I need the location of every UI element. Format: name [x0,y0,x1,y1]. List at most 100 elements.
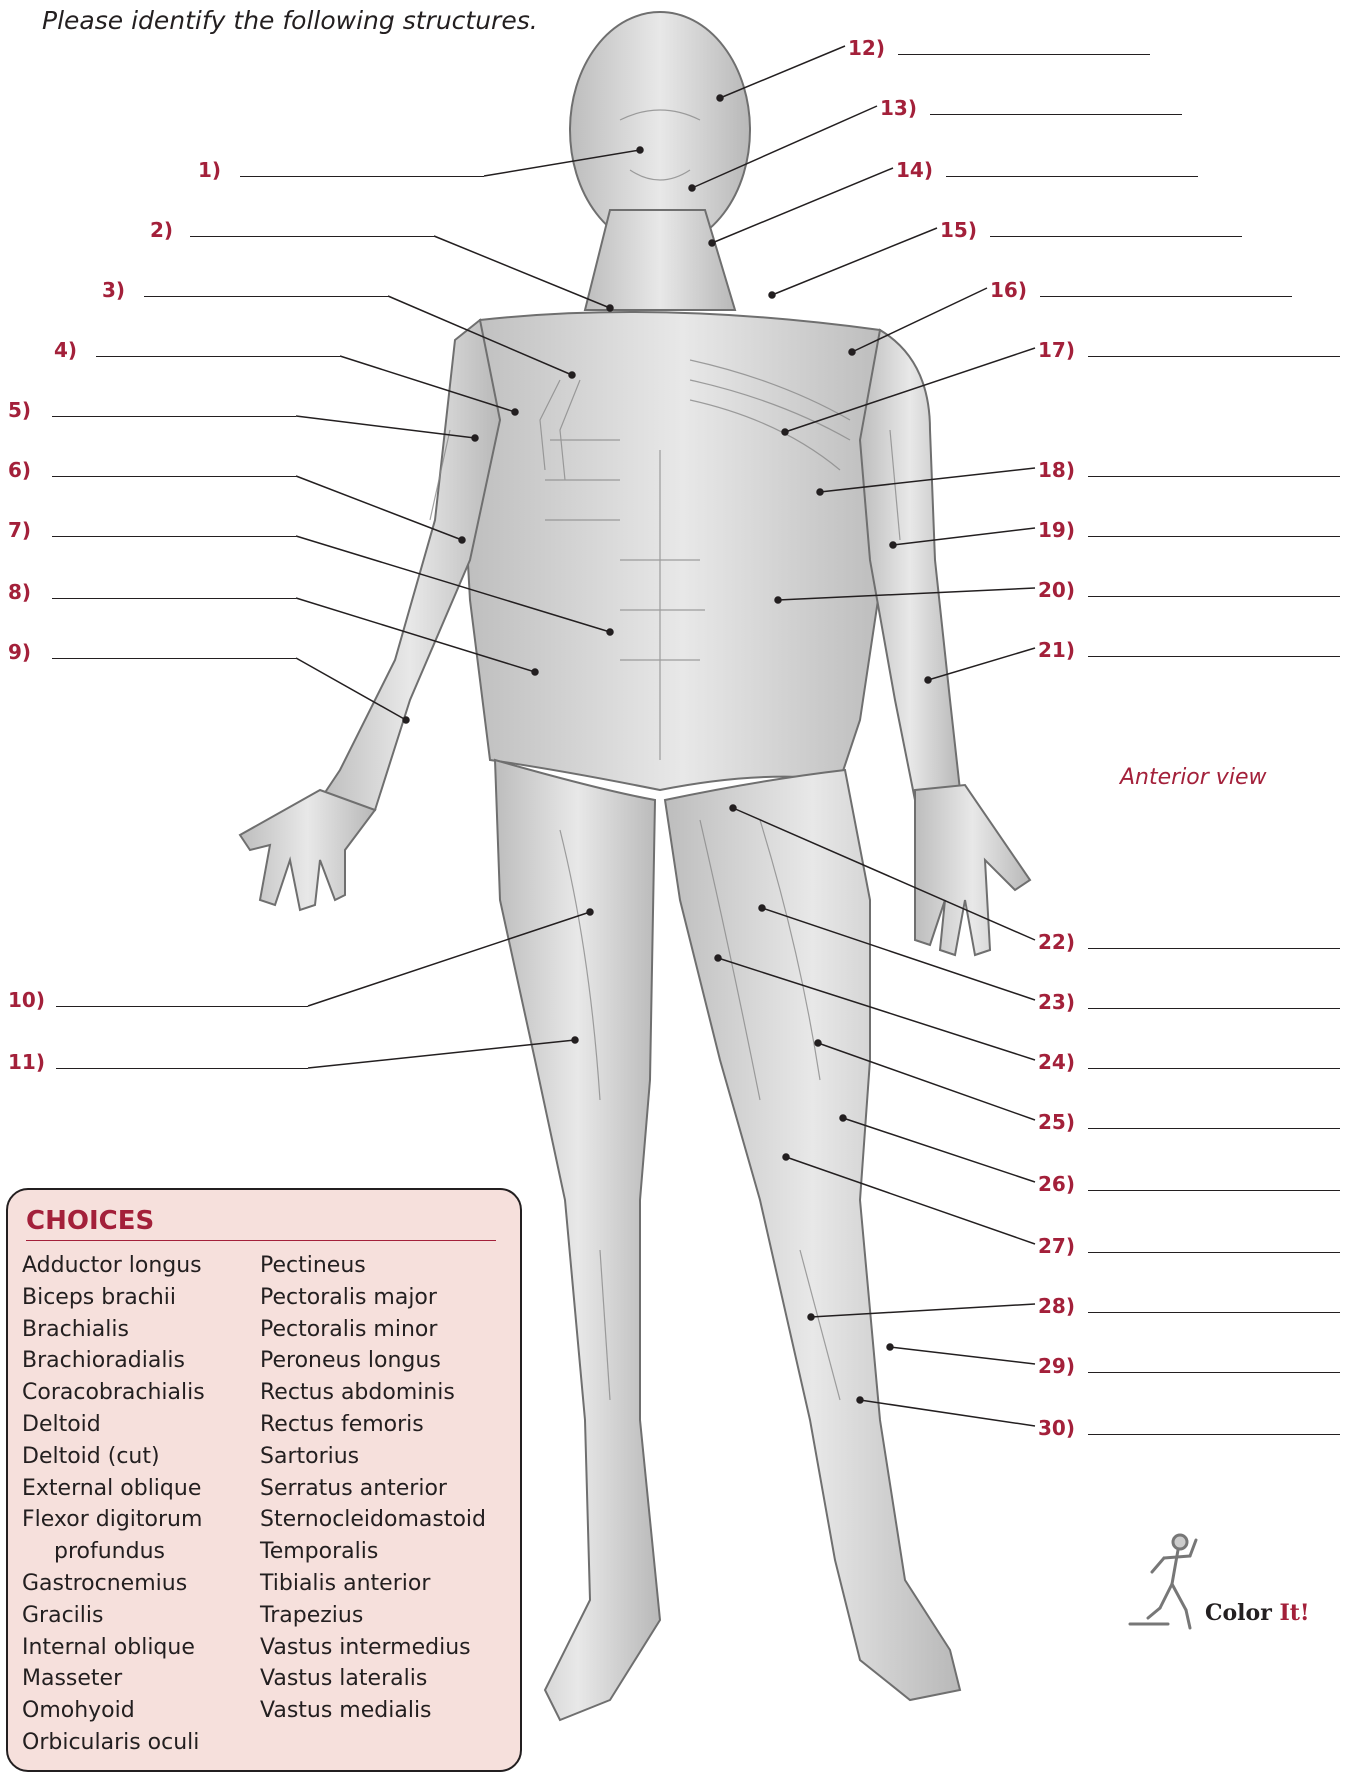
answer-blank-28[interactable] [1088,1312,1340,1313]
answer-blank-1[interactable] [240,176,484,177]
label-10: 10) [8,988,45,1012]
answer-blank-15[interactable] [990,236,1242,237]
choice-item: Pectineus [260,1250,486,1282]
answer-blank-14[interactable] [946,176,1198,177]
choices-column-1: Adductor longus Biceps brachii Brachiali… [22,1250,205,1759]
choices-column-2: Pectineus Pectoralis major Pectoralis mi… [260,1250,486,1727]
answer-blank-18[interactable] [1088,476,1340,477]
answer-blank-11[interactable] [56,1068,308,1069]
choice-item: Pectoralis minor [260,1314,486,1346]
choice-item: Biceps brachii [22,1282,205,1314]
choice-item: Vastus lateralis [260,1663,486,1695]
label-3: 3) [102,278,125,302]
answer-blank-7[interactable] [52,536,296,537]
label-16: 16) [990,278,1027,302]
choice-item: Flexor digitorum [22,1504,205,1536]
answer-blank-30[interactable] [1088,1434,1340,1435]
answer-blank-13[interactable] [930,114,1182,115]
label-26: 26) [1038,1172,1075,1196]
label-9: 9) [8,640,31,664]
label-5: 5) [8,398,31,422]
choice-item: Adductor longus [22,1250,205,1282]
label-7: 7) [8,518,31,542]
color-it-accent: It! [1279,1600,1309,1626]
label-11: 11) [8,1050,45,1074]
choice-item: Gastrocnemius [22,1568,205,1600]
answer-blank-12[interactable] [898,54,1150,55]
right-arm-shape [860,330,960,800]
choice-item: Peroneus longus [260,1345,486,1377]
answer-blank-24[interactable] [1088,1068,1340,1069]
color-it-text: Color [1205,1600,1279,1626]
answer-blank-27[interactable] [1088,1252,1340,1253]
answer-blank-10[interactable] [56,1006,308,1007]
instruction-text: Please identify the following structures… [42,6,538,35]
torso-shape [460,312,905,790]
choices-title: CHOICES [26,1206,154,1236]
choice-item: Sternocleidomastoid [260,1504,486,1536]
label-13: 13) [880,96,917,120]
label-8: 8) [8,580,31,604]
label-28: 28) [1038,1294,1075,1318]
answer-blank-26[interactable] [1088,1190,1340,1191]
choice-item: Internal oblique [22,1632,205,1664]
answer-blank-17[interactable] [1088,356,1340,357]
choice-item: Vastus medialis [260,1695,486,1727]
answer-blank-22[interactable] [1088,948,1340,949]
choice-item: Rectus femoris [260,1409,486,1441]
choice-item: Orbicularis oculi [22,1727,205,1759]
choice-item: Vastus intermedius [260,1632,486,1664]
choice-item: Brachialis [22,1314,205,1346]
label-27: 27) [1038,1234,1075,1258]
label-17: 17) [1038,338,1075,362]
view-label: Anterior view [1120,765,1266,790]
label-6: 6) [8,458,31,482]
choice-item: Brachioradialis [22,1345,205,1377]
answer-blank-16[interactable] [1040,296,1292,297]
label-2: 2) [150,218,173,242]
choice-item: External oblique [22,1473,205,1505]
label-4: 4) [54,338,77,362]
label-29: 29) [1038,1354,1075,1378]
answer-blank-29[interactable] [1088,1372,1340,1373]
answer-blank-20[interactable] [1088,596,1340,597]
choice-item: Trapezius [260,1600,486,1632]
label-21: 21) [1038,638,1075,662]
choice-item: profundus [22,1536,205,1568]
label-22: 22) [1038,930,1075,954]
label-18: 18) [1038,458,1075,482]
label-30: 30) [1038,1416,1075,1440]
answer-blank-2[interactable] [190,236,434,237]
label-19: 19) [1038,518,1075,542]
choice-item: Pectoralis major [260,1282,486,1314]
choices-divider [26,1240,496,1241]
label-23: 23) [1038,990,1075,1014]
answer-blank-23[interactable] [1088,1008,1340,1009]
answer-blank-19[interactable] [1088,536,1340,537]
label-20: 20) [1038,578,1075,602]
choice-item: Tibialis anterior [260,1568,486,1600]
choice-item: Rectus abdominis [260,1377,486,1409]
choice-item: Masseter [22,1663,205,1695]
answer-blank-5[interactable] [52,416,296,417]
label-12: 12) [848,36,885,60]
choice-item: Coracobrachialis [22,1377,205,1409]
choice-item: Temporalis [260,1536,486,1568]
choice-item: Sartorius [260,1441,486,1473]
label-14: 14) [896,158,933,182]
answer-blank-3[interactable] [144,296,388,297]
answer-blank-21[interactable] [1088,656,1340,657]
choice-item: Deltoid [22,1409,205,1441]
label-15: 15) [940,218,977,242]
answer-blank-4[interactable] [96,356,340,357]
answer-blank-6[interactable] [52,476,296,477]
answer-blank-25[interactable] [1088,1128,1340,1129]
label-1: 1) [198,158,221,182]
choice-item: Serratus anterior [260,1473,486,1505]
label-24: 24) [1038,1050,1075,1074]
choice-item: Gracilis [22,1600,205,1632]
answer-blank-9[interactable] [52,658,296,659]
left-hand-shape [240,790,375,910]
answer-blank-8[interactable] [52,598,296,599]
